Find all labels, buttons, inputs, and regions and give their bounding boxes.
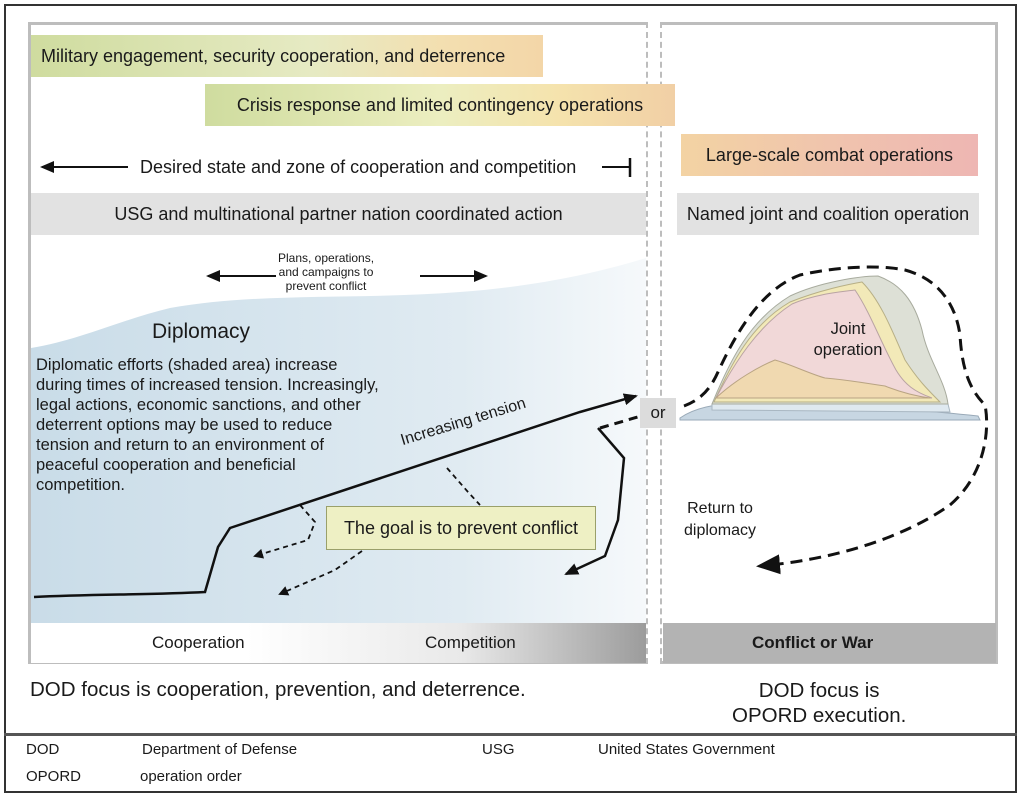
- dod-focus-right-line: OPORD execution.: [732, 704, 907, 727]
- diplomacy-description-line: deterrent options may be used to reduce: [36, 416, 333, 434]
- escalation-return-arrow: [564, 427, 626, 576]
- diplomacy-description-line: during times of increased tension. Incre…: [36, 376, 379, 394]
- joint-operation-label-line: Joint: [830, 320, 866, 338]
- competition-label: Competition: [425, 633, 516, 652]
- band-usg-coordinated-label: USG and multinational partner nation coo…: [114, 203, 563, 224]
- diplomacy-description-line: peaceful cooperation and beneficial: [36, 456, 296, 474]
- diplomacy-description-line: Diplomatic efforts (shaded area) increas…: [36, 356, 338, 374]
- goal-box: The goal is to prevent conflict: [326, 506, 596, 550]
- dod-focus-left: DOD focus is cooperation, prevention, an…: [30, 678, 526, 701]
- return-dashed-arrow-3: [278, 550, 363, 596]
- desired-state-label: Desired state and zone of cooperation an…: [140, 157, 577, 177]
- plans-label-line: prevent conflict: [285, 279, 367, 293]
- tension-dashed-continuation: [599, 407, 666, 430]
- tension-line: [33, 393, 638, 599]
- joint-operation-mound: [679, 275, 981, 421]
- band-named-joint: Named joint and coalition operation: [677, 193, 979, 235]
- continuum-bar-left: [31, 623, 646, 663]
- return-to-diplomacy-line: Return to: [687, 500, 753, 517]
- figure-frame: [4, 4, 1017, 793]
- band-crisis-response: Crisis response and limited contingency …: [205, 84, 675, 126]
- return-to-diplomacy-label: Return to diplomacy: [684, 498, 756, 542]
- conflict-dashed-loop: [683, 265, 989, 575]
- or-label: or: [650, 403, 666, 422]
- plans-label-line: and campaigns to: [278, 265, 374, 279]
- glossary-meaning-dod: Department of Defense: [142, 741, 298, 758]
- glossary-meaning-usg: United States Government: [598, 741, 775, 758]
- plans-label: Plans, operations, and campaigns to prev…: [278, 251, 374, 293]
- glossary-meaning-opord: operation order: [140, 768, 242, 785]
- joint-operation-label-line: operation: [813, 341, 883, 359]
- band-military-engagement: Military engagement, security cooperatio…: [31, 35, 543, 77]
- return-dashed-arrow-2: [446, 467, 481, 506]
- return-to-diplomacy-line: diplomacy: [684, 522, 757, 539]
- diplomacy-description-line: legal actions, economic sanctions, and o…: [36, 396, 361, 414]
- glossary-abbr-opord: OPORD: [26, 768, 82, 785]
- plans-label-line: Plans, operations,: [278, 251, 375, 265]
- joint-operation-label: Joint operation: [808, 319, 888, 361]
- band-large-scale-combat: Large-scale combat operations: [681, 134, 978, 176]
- band-usg-coordinated: USG and multinational partner nation coo…: [31, 193, 646, 235]
- dod-focus-right-line: DOD focus is: [758, 679, 880, 702]
- cooperation-label: Cooperation: [152, 633, 245, 652]
- return-dashed-arrow-1: [253, 504, 317, 559]
- glossary-divider: [4, 733, 1017, 736]
- glossary-abbr-dod: DOD: [26, 741, 60, 758]
- band-named-joint-label: Named joint and coalition operation: [686, 203, 970, 224]
- goal-label: The goal is to prevent conflict: [343, 517, 579, 538]
- diplomacy-description: Diplomatic efforts (shaded area) increas…: [36, 355, 379, 495]
- diplomacy-description-line: tension and return to an environment of: [36, 436, 325, 454]
- dod-focus-right: DOD focus is OPORD execution.: [732, 678, 906, 728]
- band-large-scale-combat-label: Large-scale combat operations: [705, 144, 954, 165]
- band-military-engagement-label: Military engagement, security cooperatio…: [41, 45, 506, 66]
- band-crisis-response-label: Crisis response and limited contingency …: [236, 94, 644, 115]
- mound-orange-layer: [714, 359, 931, 399]
- diplomacy-title: Diplomacy: [152, 320, 251, 343]
- glossary-abbr-usg: USG: [482, 741, 515, 758]
- or-box: or: [640, 398, 676, 428]
- continuum-bar-right: [663, 623, 996, 663]
- conflict-label: Conflict or War: [752, 633, 874, 652]
- diplomacy-description-line: competition.: [36, 476, 125, 494]
